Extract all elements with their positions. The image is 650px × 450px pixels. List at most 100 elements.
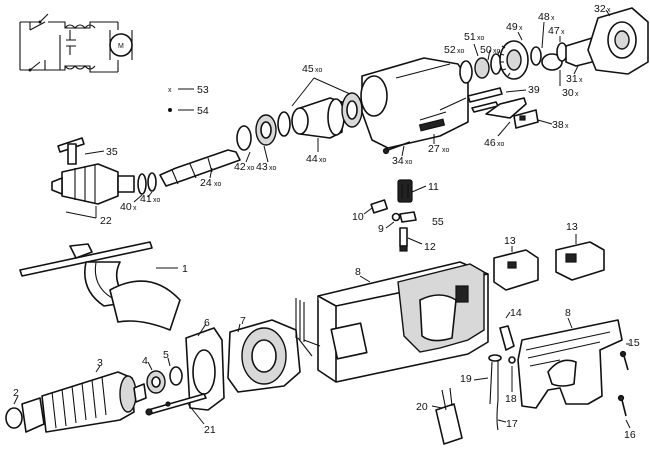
callout-50: 50 <box>480 44 492 56</box>
brush-holder-12 <box>399 227 408 247</box>
svg-text:x: x <box>579 77 583 84</box>
svg-text:xo: xo <box>457 48 465 55</box>
brush-set <box>363 179 427 252</box>
armature-assembly <box>5 298 321 433</box>
callout-30: 30 <box>562 87 574 99</box>
switch-13-right <box>555 241 605 281</box>
side-handle <box>19 241 181 331</box>
side-handle-wingnut <box>69 243 93 259</box>
field-wires <box>295 298 321 357</box>
gear-case <box>360 57 469 157</box>
svg-text:M: M <box>118 43 124 50</box>
callout-17: 17 <box>506 418 518 430</box>
switch-modules <box>493 234 605 291</box>
callout-3: 3 <box>97 357 103 369</box>
bearing-42 <box>236 125 252 151</box>
svg-text:x: x <box>551 15 555 22</box>
callout-8-cover: 8 <box>565 307 571 319</box>
svg-text:x: x <box>561 29 565 36</box>
callout-42: 42 <box>234 161 246 173</box>
legend: x 53 54 <box>168 84 209 117</box>
callout-21: 21 <box>204 424 216 436</box>
svg-text:xo: xo <box>442 147 450 154</box>
callout-55: 55 <box>432 216 444 228</box>
callout-6: 6 <box>204 317 210 329</box>
callout-44: 44 <box>306 153 318 165</box>
legend-marker-53: x <box>168 87 172 94</box>
callout-13-right: 13 <box>566 221 578 233</box>
legend-marker-54 <box>168 108 172 112</box>
callout-15: 15 <box>628 337 640 349</box>
callout-48: 48 <box>538 11 550 23</box>
callout-11: 11 <box>428 181 439 193</box>
callout-49: 49 <box>506 21 518 33</box>
chuck-key-shaft <box>67 143 77 165</box>
hand-illustration <box>109 280 181 331</box>
handle-grip-opening <box>419 294 457 342</box>
fan-2 <box>21 397 45 433</box>
svg-text:x: x <box>575 91 579 98</box>
callout-12: 12 <box>424 241 436 253</box>
switch-13-left <box>493 249 539 291</box>
armature-shaft <box>133 383 147 403</box>
svg-text:xo: xo <box>153 197 161 204</box>
callout-2: 2 <box>13 387 19 399</box>
callout-19: 19 <box>460 373 472 385</box>
screw-34 <box>387 141 411 151</box>
washer-48 <box>530 46 542 66</box>
legend-item-54: 54 <box>197 105 209 117</box>
callout-9: 9 <box>378 223 384 235</box>
svg-text:xo: xo <box>497 141 505 148</box>
callout-13-left: 13 <box>504 235 516 247</box>
gear-30 <box>541 53 563 71</box>
bracket-46 <box>485 97 527 119</box>
svg-text:xo: xo <box>493 48 501 55</box>
callout-20: 20 <box>416 401 428 413</box>
bearing-51 <box>474 57 490 79</box>
callout-5: 5 <box>163 349 169 361</box>
motor-housing-port <box>330 322 368 360</box>
callout-52: 52 <box>444 44 456 56</box>
end-bracket-32 <box>587 7 649 75</box>
callout-39: 39 <box>528 84 540 96</box>
legend-item-53: 53 <box>197 84 209 96</box>
callout-38: 38 <box>552 119 564 131</box>
washer-40 <box>137 173 147 195</box>
wiring-schematic: M <box>19 13 133 73</box>
callout-32: 32 <box>594 3 606 15</box>
svg-text:xo: xo <box>477 35 485 42</box>
callout-27: 27 <box>428 143 440 155</box>
callout-31: 31 <box>566 73 578 85</box>
callout-22: 22 <box>100 215 112 227</box>
washer-41 <box>147 172 157 192</box>
callout-7: 7 <box>240 315 246 327</box>
cable-19 <box>496 360 499 431</box>
svg-text:xo: xo <box>269 165 277 172</box>
chuck-jaws <box>51 177 63 195</box>
gear-case-vent <box>418 118 446 132</box>
callout-46: 46 <box>484 137 496 149</box>
pin-assembly <box>467 87 553 137</box>
callout-47: 47 <box>548 25 560 37</box>
callout-14: 14 <box>510 307 522 319</box>
spindle-assembly <box>159 149 241 187</box>
washer-5 <box>169 366 183 386</box>
callout-4: 4 <box>142 355 148 367</box>
chuck-body <box>61 163 119 205</box>
handle-cover-grip <box>547 359 577 387</box>
svg-text:x: x <box>607 7 611 14</box>
callout-labels: 1 2 3 4 5 6 7 8 8 9 10 11 12 13 13 14 15… <box>13 3 640 441</box>
trigger <box>455 285 469 303</box>
callout-8-housing: 8 <box>355 266 361 278</box>
callout-34: 34 <box>392 155 404 167</box>
chuck-assembly <box>51 137 157 219</box>
bearing-stack <box>236 77 363 163</box>
commutator <box>119 375 137 413</box>
bearing-2 <box>5 407 23 429</box>
svg-text:x: x <box>519 25 523 32</box>
handle-cover <box>517 317 631 429</box>
svg-text:xo: xo <box>214 181 222 188</box>
callout-24: 24 <box>200 177 212 189</box>
